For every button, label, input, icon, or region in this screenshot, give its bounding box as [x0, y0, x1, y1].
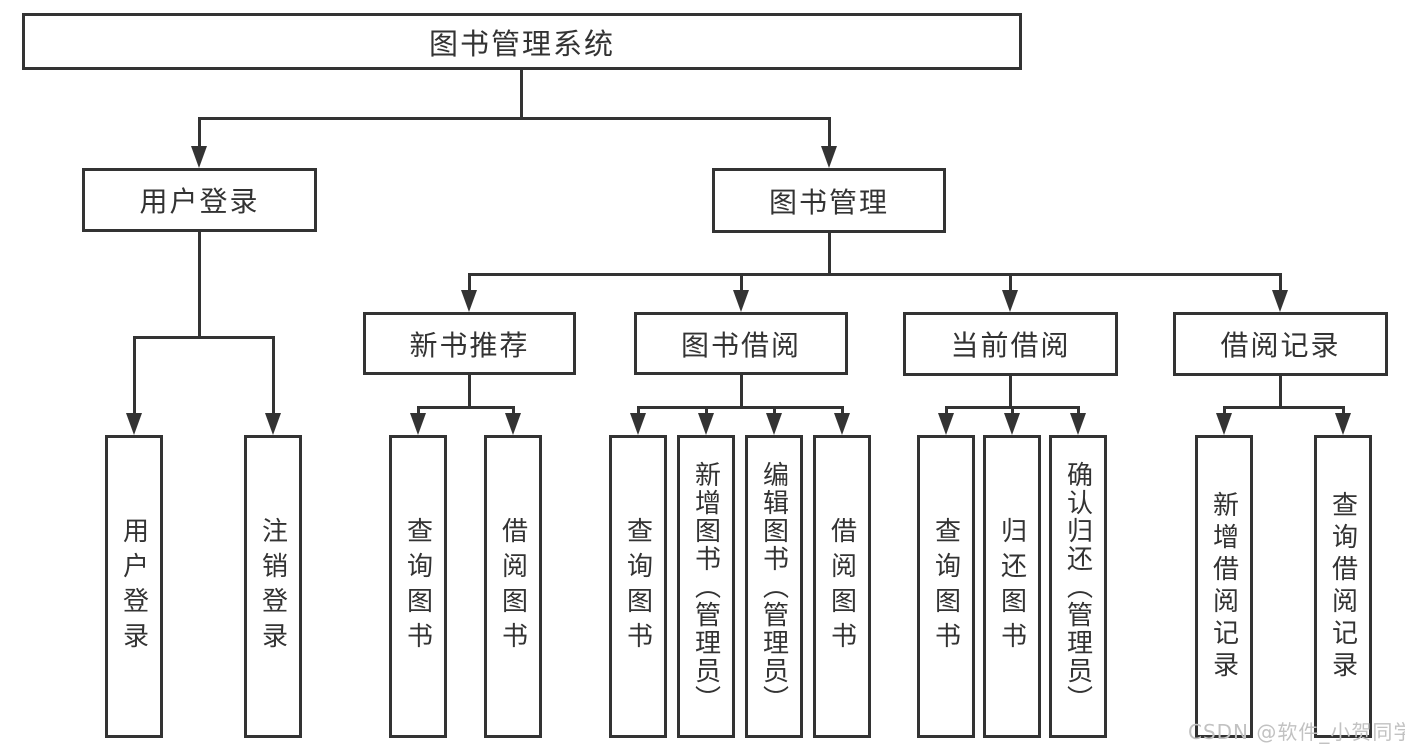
leaf-label: 新增图书（管理员）	[690, 460, 721, 713]
connector-line	[198, 232, 201, 336]
arrow-head	[461, 290, 477, 312]
arrow-head	[1216, 413, 1232, 435]
connector-line	[1077, 406, 1080, 416]
arrow-head	[733, 290, 749, 312]
connector-line	[1009, 273, 1012, 293]
node-book-borrowing: 图书借阅	[634, 312, 848, 375]
arrow-head	[766, 413, 782, 435]
leaf-query-borrow-record: 查询借阅记录	[1314, 435, 1372, 738]
connector-line	[841, 406, 844, 416]
arrow-head	[410, 413, 426, 435]
arrow-head	[1272, 290, 1288, 312]
leaf-add-books-admin: 新增图书（管理员）	[677, 435, 735, 738]
arrow-head	[1004, 413, 1020, 435]
connector-line	[198, 117, 201, 149]
node-current-borrowing: 当前借阅	[903, 312, 1118, 376]
connector-line	[1011, 406, 1014, 416]
connector-line	[133, 336, 275, 339]
connector-line	[133, 336, 136, 416]
connector-line	[468, 273, 1282, 276]
arrow-head	[191, 146, 207, 168]
node-book-management: 图书管理	[712, 168, 946, 233]
leaf-label: 借阅图书	[826, 516, 857, 657]
connector-line	[1342, 406, 1345, 416]
leaf-query-books-current: 查询图书	[917, 435, 975, 738]
connector-line	[945, 406, 948, 416]
arrow-head	[1002, 290, 1018, 312]
leaf-confirm-return-admin: 确认归还（管理员）	[1049, 435, 1107, 738]
leaf-user-login: 用户登录	[105, 435, 163, 738]
node-new-book-recommendation: 新书推荐	[363, 312, 576, 375]
leaf-label: 查询图书	[402, 516, 433, 657]
connector-line	[417, 406, 420, 416]
leaf-borrow-books-recommend: 借阅图书	[484, 435, 542, 738]
connector-line	[1009, 376, 1012, 406]
leaf-label: 查询图书	[622, 516, 653, 657]
leaf-label: 注销登录	[257, 516, 288, 657]
arrow-head	[630, 413, 646, 435]
leaf-label: 借阅图书	[497, 516, 528, 657]
arrow-head	[1335, 413, 1351, 435]
connector-line	[705, 406, 708, 416]
arrow-head	[1070, 413, 1086, 435]
node-user-login: 用户登录	[82, 168, 317, 232]
connector-line	[1223, 406, 1344, 409]
connector-line	[637, 406, 640, 416]
node-library-management-system: 图书管理系统	[22, 13, 1022, 70]
connector-line	[828, 117, 831, 149]
leaf-borrow-books: 借阅图书	[813, 435, 871, 738]
leaf-label: 用户登录	[118, 516, 149, 657]
connector-line	[637, 406, 844, 409]
node-borrowing-records: 借阅记录	[1173, 312, 1388, 376]
connector-line	[740, 273, 743, 293]
connector-line	[1279, 273, 1282, 293]
connector-line	[417, 406, 515, 409]
connector-line	[198, 117, 831, 120]
leaf-label: 编辑图书（管理员）	[758, 460, 789, 713]
leaf-label: 归还图书	[996, 516, 1027, 657]
leaf-label: 查询图书	[930, 516, 961, 657]
leaf-logout: 注销登录	[244, 435, 302, 738]
connector-line	[740, 375, 743, 406]
connector-line	[272, 336, 275, 416]
leaf-label: 查询借阅记录	[1327, 490, 1358, 683]
arrow-head	[505, 413, 521, 435]
connector-line	[1223, 406, 1226, 416]
connector-line	[512, 406, 515, 416]
leaf-query-books-borrow: 查询图书	[609, 435, 667, 738]
connector-line	[468, 375, 471, 406]
leaf-label: 新增借阅记录	[1208, 490, 1239, 683]
connector-line	[828, 233, 831, 276]
leaf-label: 确认归还（管理员）	[1062, 460, 1093, 713]
arrow-head	[938, 413, 954, 435]
arrow-head	[698, 413, 714, 435]
leaf-edit-books-admin: 编辑图书（管理员）	[745, 435, 803, 738]
leaf-add-borrow-record: 新增借阅记录	[1195, 435, 1253, 738]
arrow-head	[821, 146, 837, 168]
connector-line	[520, 70, 523, 117]
connector-line	[773, 406, 776, 416]
arrow-head	[265, 413, 281, 435]
watermark-text: CSDN @软件_小贺同学	[1188, 720, 1405, 744]
arrow-head	[834, 413, 850, 435]
arrow-head	[126, 413, 142, 435]
leaf-return-books: 归还图书	[983, 435, 1041, 738]
leaf-query-books-recommend: 查询图书	[389, 435, 447, 738]
connector-line	[1279, 376, 1282, 406]
connector-line	[468, 273, 471, 293]
